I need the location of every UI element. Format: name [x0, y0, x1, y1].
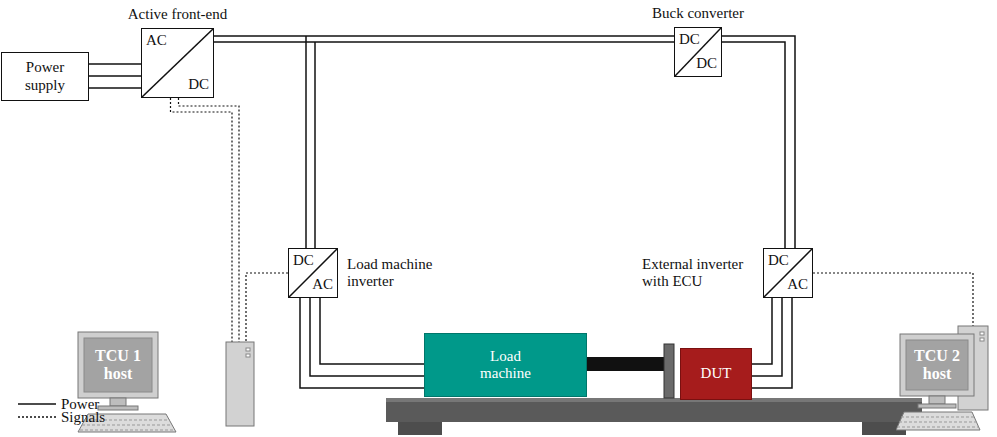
bench-foot [398, 420, 442, 435]
wire [214, 35, 674, 37]
wire [813, 273, 973, 326]
node-label: Load machine inverter [347, 256, 447, 291]
node-label: DC [768, 253, 789, 269]
power-line [752, 298, 792, 388]
wire [214, 41, 674, 43]
wire [246, 273, 288, 342]
power-line [300, 298, 424, 388]
coupling-shaft [586, 357, 666, 371]
node-label: AC [787, 277, 808, 293]
node-label: DC [696, 56, 717, 72]
legend-line-sample [18, 399, 56, 409]
node-label: TCU 2 host [906, 340, 968, 390]
node-label: DC [679, 32, 700, 48]
node-label: Active front-end [128, 7, 228, 23]
converter-box: DCACExternal inverter with ECU [763, 248, 813, 298]
converter-box: DCACLoad machine inverter [288, 248, 338, 298]
legend-entry: Signals [18, 410, 105, 424]
power-supply-box: Power supply [1, 52, 89, 101]
dut-machine: DUT [680, 348, 752, 400]
wire [752, 298, 792, 388]
node-label: DUT [697, 365, 736, 382]
signal-line [813, 273, 973, 326]
node-label: AC [312, 277, 333, 293]
wire [310, 298, 424, 376]
legend-text: Signals [61, 410, 105, 425]
power-line [89, 64, 141, 88]
wire [89, 87, 141, 89]
node-label: DC [293, 253, 314, 269]
wire [320, 298, 424, 364]
dut-bracket [664, 344, 674, 398]
host-computer: TCU 2 host [896, 322, 994, 434]
power-line [306, 36, 315, 248]
wire [89, 63, 141, 65]
converter-box: Active front-endACDC [141, 28, 214, 98]
load-machine: Load machine [424, 333, 587, 397]
wire [300, 298, 424, 388]
wire [179, 98, 240, 342]
node-label: DC [188, 77, 209, 93]
node-label: TCU 1 host [84, 338, 152, 392]
wire [722, 42, 785, 248]
signal-line [171, 98, 240, 342]
wire [752, 298, 772, 364]
node-label: AC [146, 33, 167, 49]
wire [171, 98, 233, 342]
bench-base [386, 398, 922, 422]
node-label: Load machine [466, 348, 546, 383]
wire [722, 36, 795, 248]
legend-line-sample [18, 412, 56, 422]
node-label: Power supply [2, 59, 88, 94]
power-line [214, 36, 674, 42]
bench-top [386, 398, 922, 402]
wire [89, 75, 141, 77]
node-label: Buck converter [652, 6, 744, 22]
wire [314, 42, 316, 248]
power-line [722, 36, 795, 248]
node-label: External inverter with ECU [642, 256, 754, 291]
wire [305, 36, 307, 248]
converter-box: Buck converterDCDC [674, 27, 722, 77]
signal-line [246, 273, 288, 342]
wire [752, 298, 782, 376]
